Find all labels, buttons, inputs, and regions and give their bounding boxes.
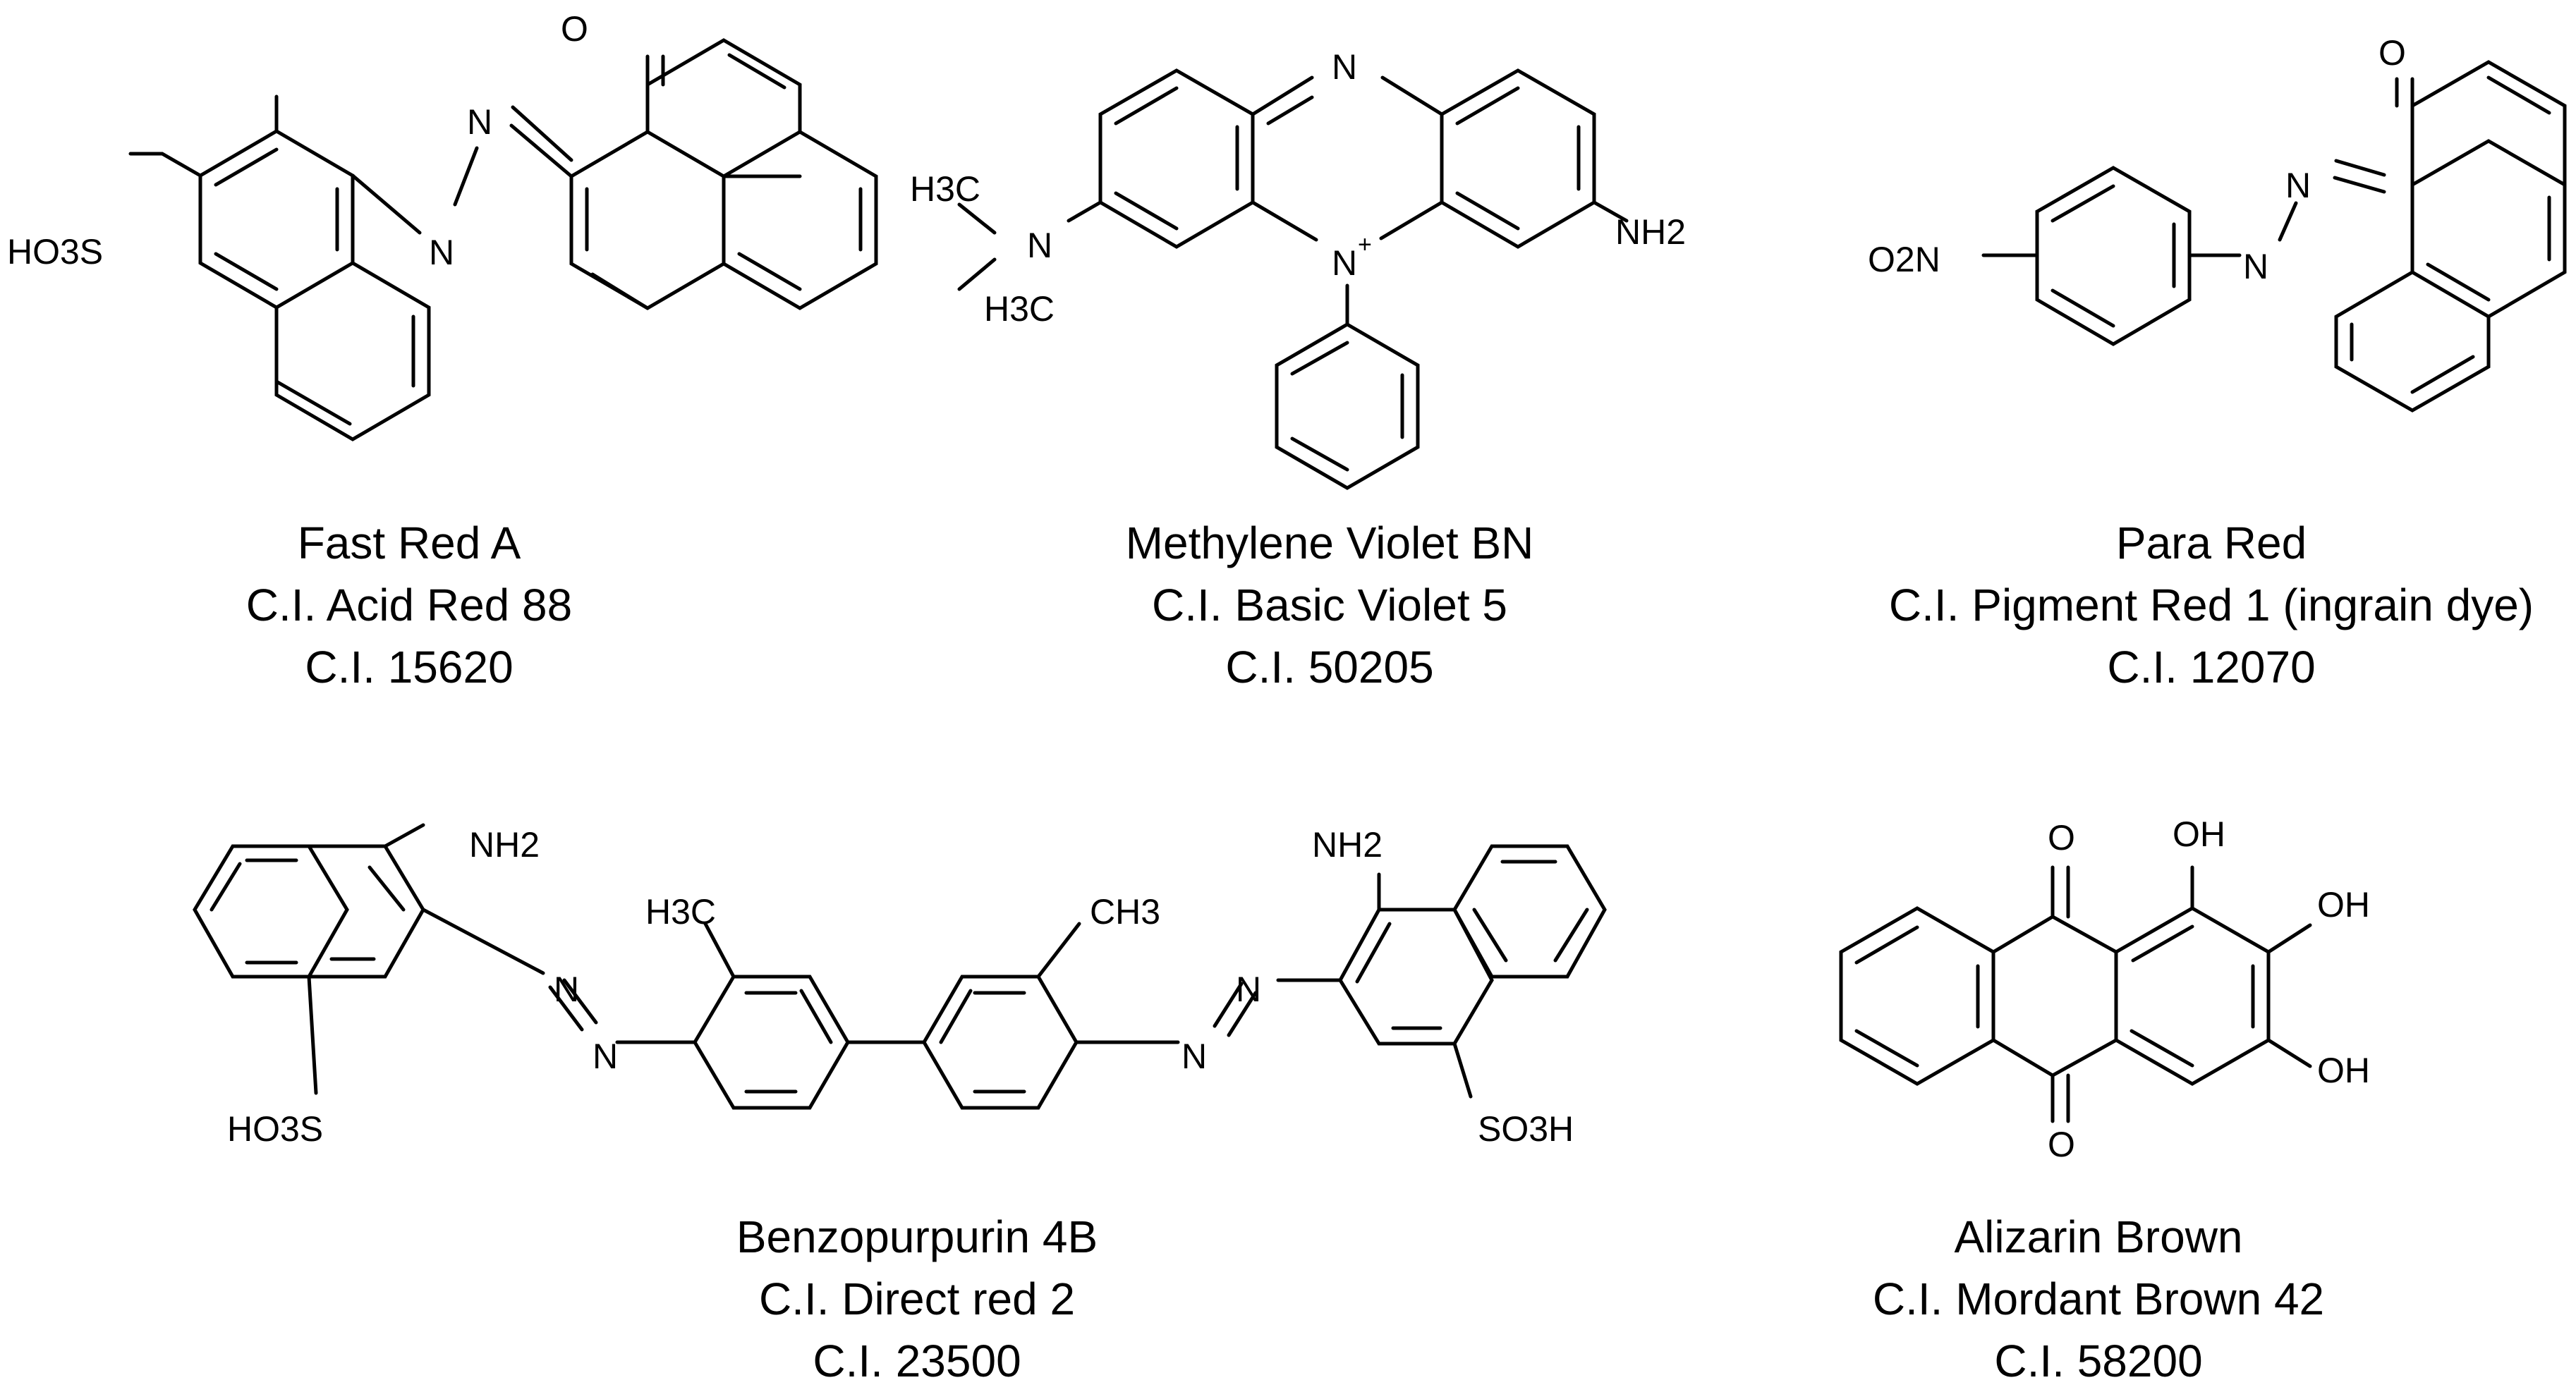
hydroxyl-label: OH <box>2317 885 2370 924</box>
ci-number: C.I. 50205 <box>1225 642 1434 692</box>
benzopurpurin-4b-structure: NH2 H3C HO3S N N CH3 N N NH2 SO3H <box>193 823 1607 1149</box>
methyl-label: H3C <box>645 892 716 932</box>
compound-name: Methylene Violet BN <box>1125 518 1534 568</box>
azo-nitrogen-label: N <box>467 102 492 142</box>
hydroxyl-label: OH <box>2173 814 2225 854</box>
ci-number: C.I. 23500 <box>813 1336 1021 1386</box>
azo-nitrogen-label: N <box>1181 1037 1207 1076</box>
caption-benzopurpurin-4b: Benzopurpurin 4B C.I. Direct red 2 C.I. … <box>458 1206 1375 1392</box>
ci-name: C.I. Mordant Brown 42 <box>1872 1274 2325 1324</box>
ring-nitrogen-label: N <box>1332 47 1357 87</box>
ci-name: C.I. Basic Violet 5 <box>1152 580 1507 630</box>
methyl-label: H3C <box>910 169 980 209</box>
methyl-label: CH3 <box>1090 892 1160 932</box>
compound-name: Benzopurpurin 4B <box>736 1211 1098 1262</box>
azo-nitrogen-label: N <box>554 970 579 1009</box>
ci-name: C.I. Direct red 2 <box>758 1274 1076 1324</box>
compound-name: Fast Red A <box>297 518 521 568</box>
oxo-label: O <box>561 9 588 49</box>
compound-name: Para Red <box>2115 518 2307 568</box>
caption-fast-red-a: Fast Red A C.I. Acid Red 88 C.I. 15620 <box>0 512 868 698</box>
amino-label: NH2 <box>1312 825 1383 865</box>
oxo-label: O <box>2048 818 2075 857</box>
sulfo-label: SO3H <box>1478 1109 1574 1149</box>
compound-name: Alizarin Brown <box>1954 1211 2243 1262</box>
azo-nitrogen-label: N <box>1236 970 1261 1009</box>
methyl-label: H3C <box>984 289 1055 329</box>
amino-label: NH2 <box>1615 212 1686 252</box>
ci-number: C.I. 12070 <box>2107 642 2316 692</box>
oxo-label: O <box>2048 1125 2075 1164</box>
azo-nitrogen-label: N <box>2243 247 2268 286</box>
cationic-nitrogen-label: N <box>1332 243 1357 283</box>
ci-number: C.I. 58200 <box>1994 1336 2203 1386</box>
alizarin-brown-structure: O O OH OH OH <box>1839 814 2370 1164</box>
azo-nitrogen-label: N <box>593 1037 618 1076</box>
para-red-structure: O2N N N O <box>1868 33 2567 413</box>
sulfo-label: HO3S <box>7 232 103 271</box>
caption-methylene-violet-bn: Methylene Violet BN C.I. Basic Violet 5 … <box>871 512 1788 698</box>
azo-nitrogen-label: N <box>2285 166 2311 205</box>
sulfo-label: HO3S <box>227 1109 323 1149</box>
methylene-violet-bn-structure: N N + N H3C H3C NH2 <box>910 47 1686 490</box>
azo-nitrogen-label: N <box>429 233 454 272</box>
ci-number: C.I. 15620 <box>305 642 514 692</box>
fast-red-a-structure: HO3S N N O <box>7 9 878 441</box>
nitro-label: O2N <box>1868 240 1940 279</box>
hydroxyl-label: OH <box>2317 1051 2370 1090</box>
oxo-label: O <box>2378 33 2406 73</box>
caption-para-red: Para Red C.I. Pigment Red 1 (ingrain dye… <box>1753 512 2576 698</box>
amino-label: NH2 <box>469 825 540 865</box>
ci-name: C.I. Pigment Red 1 (ingrain dye) <box>1888 580 2534 630</box>
caption-alizarin-brown: Alizarin Brown C.I. Mordant Brown 42 C.I… <box>1640 1206 2557 1392</box>
positive-charge-label: + <box>1358 231 1372 258</box>
ci-name: C.I. Acid Red 88 <box>245 580 573 630</box>
dimethylamino-nitrogen-label: N <box>1027 226 1052 265</box>
